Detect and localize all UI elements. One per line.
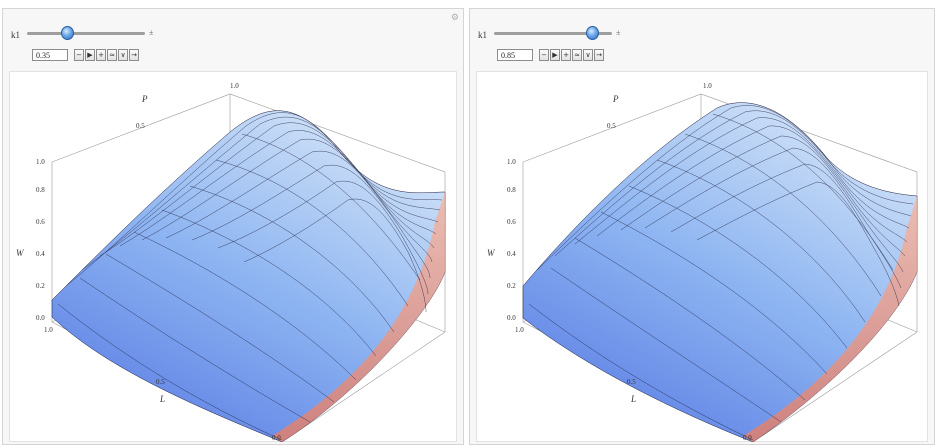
w-tick-0: 0.0 — [507, 314, 516, 322]
l-tick-0: 0.0 — [743, 434, 752, 442]
play-button[interactable]: ▶ — [85, 49, 95, 61]
surface-mesh — [57, 112, 443, 441]
w-axis-name: W — [16, 248, 25, 258]
step-back-button[interactable]: − — [539, 49, 549, 61]
surface-edge — [272, 192, 445, 442]
w-tick-0: 0.0 — [36, 314, 45, 322]
manipulate-panel-left: ⚙ k1 ± 0.35 − ▶ + ≈ ∨ → — [2, 8, 464, 445]
l-axis-name: L — [159, 394, 165, 404]
l-tick-1: 1.0 — [515, 326, 524, 334]
w-axis-name: W — [487, 248, 496, 258]
w-tick-5: 1.0 — [36, 158, 45, 166]
surface — [522, 102, 918, 442]
controls-row: k1 ± 0.85 − ▶ + ≈ ∨ → — [470, 9, 934, 71]
p-tick-mid: 0.5 — [607, 122, 616, 130]
direction-button[interactable]: → — [129, 49, 139, 61]
faster-button[interactable]: ≈ — [572, 49, 582, 61]
plot-3d[interactable]: 1.0 P 0.5 0.0 0.2 0.4 0.6 0.8 1.0 W 1.0 … — [476, 71, 928, 442]
w-tick-3: 0.6 — [36, 218, 45, 226]
k1-slider-thumb[interactable] — [61, 26, 74, 40]
slower-button[interactable]: ∨ — [118, 49, 128, 61]
gear-icon[interactable]: ⚙ — [450, 13, 459, 23]
surface-plot-svg: 1.0 P 0.5 0.0 0.2 0.4 0.6 0.8 1.0 W 1.0 … — [487, 82, 918, 442]
controls-row: k1 ± 0.35 − ▶ + ≈ ∨ → — [3, 9, 463, 71]
l-axis-name: L — [630, 394, 636, 404]
w-tick-4: 0.8 — [507, 186, 516, 194]
k1-value-field[interactable]: 0.35 — [32, 49, 68, 61]
direction-button[interactable]: → — [594, 49, 604, 61]
p-tick-top: 1.0 — [703, 82, 712, 90]
w-tick-3: 0.6 — [507, 218, 516, 226]
p-axis-name: P — [141, 94, 148, 104]
surface-mesh — [528, 105, 914, 441]
k1-slider-thumb[interactable] — [586, 26, 599, 40]
p-tick-mid: 0.5 — [136, 122, 145, 130]
w-tick-4: 0.8 — [36, 186, 45, 194]
slider-expand-icon[interactable]: ± — [616, 28, 621, 37]
step-back-button[interactable]: − — [74, 49, 84, 61]
k1-slider-track[interactable] — [27, 32, 145, 35]
w-tick-1: 0.2 — [36, 282, 45, 290]
faster-button[interactable]: ≈ — [107, 49, 117, 61]
surface-plot-svg: 1.0 P 0.5 0.0 0.2 0.4 0.6 0.8 1.0 W 1.0 … — [16, 82, 446, 442]
k1-value-field[interactable]: 0.85 — [497, 49, 533, 61]
l-tick-1: 1.0 — [44, 326, 53, 334]
slider-expand-icon[interactable]: ± — [149, 28, 154, 37]
manipulate-panel-right: k1 ± 0.85 − ▶ + ≈ ∨ → — [469, 8, 935, 445]
w-tick-2: 0.4 — [507, 250, 516, 258]
w-tick-2: 0.4 — [36, 250, 45, 258]
w-tick-5: 1.0 — [507, 158, 516, 166]
p-axis-name: P — [612, 94, 619, 104]
step-forward-button[interactable]: + — [96, 49, 106, 61]
w-tick-1: 0.2 — [507, 282, 516, 290]
l-tick-0: 0.0 — [272, 434, 281, 442]
k1-slider-track[interactable] — [494, 32, 612, 35]
plot-3d[interactable]: 1.0 P 0.5 0.0 0.2 0.4 0.6 0.8 1.0 W 1.0 … — [9, 71, 457, 442]
p-tick-top: 1.0 — [230, 82, 239, 90]
surface — [51, 110, 446, 442]
surface-edge — [743, 196, 917, 442]
step-forward-button[interactable]: + — [561, 49, 571, 61]
slider-label: k1 — [478, 30, 487, 40]
l-tick-mid: 0.5 — [627, 378, 636, 386]
l-tick-mid: 0.5 — [156, 378, 165, 386]
play-button[interactable]: ▶ — [550, 49, 560, 61]
slider-label: k1 — [11, 30, 20, 40]
slower-button[interactable]: ∨ — [583, 49, 593, 61]
